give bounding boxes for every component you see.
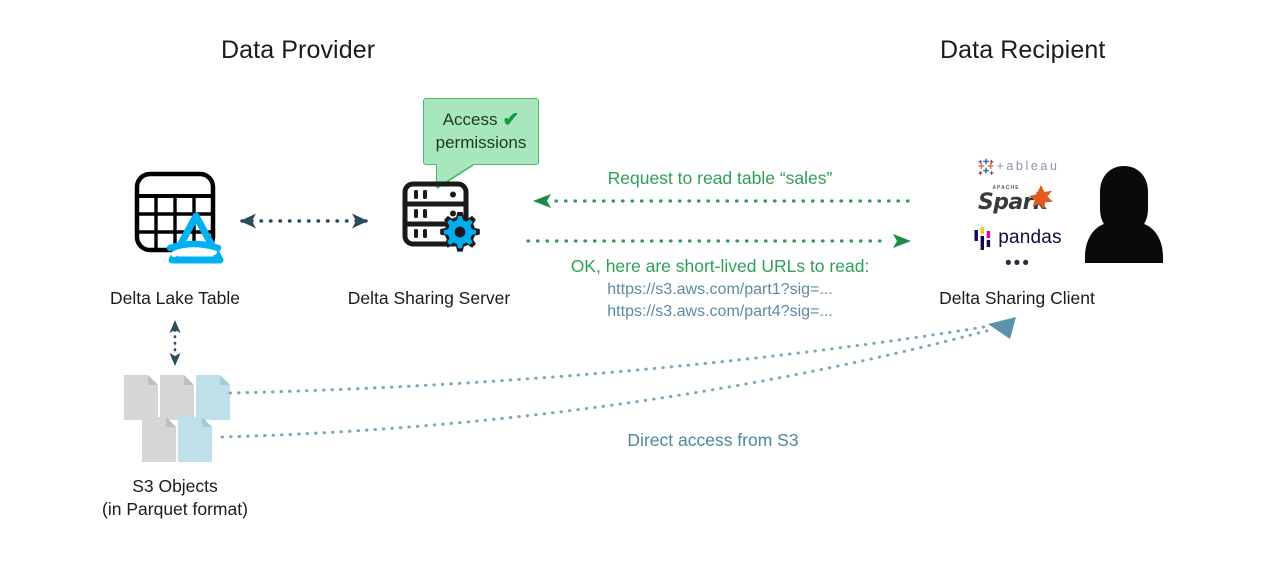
server-with-gear-icon <box>398 180 488 266</box>
s3-objects-caption-line-1: S3 Objects <box>132 476 218 496</box>
callout-bubble: Access ✔ permissions <box>423 98 539 165</box>
s3-objects-caption-line-2: (in Parquet format) <box>102 499 248 519</box>
spark-apache-text: APACHE <box>992 185 1020 191</box>
file-gray-3 <box>142 417 176 462</box>
file-blue-1 <box>196 375 230 420</box>
column-header-data-recipient: Data Recipient <box>940 36 1106 64</box>
delta-lake-table-caption: Delta Lake Table <box>109 288 241 308</box>
table-storage-bidirectional-arrow <box>163 318 187 368</box>
request-arrow <box>530 190 914 212</box>
pandas-mark-icon <box>974 226 991 250</box>
delta-sharing-server-caption: Delta Sharing Server <box>347 288 511 308</box>
pandas-logo-text: pandas <box>998 227 1062 248</box>
response-arrow <box>526 230 914 252</box>
column-header-data-provider: Data Provider <box>221 36 376 64</box>
message-response-url-2: https://s3.aws.com/part4?sig=... <box>607 303 833 320</box>
s3-objects-icons <box>122 373 232 462</box>
callout-line-1: Access <box>442 110 498 129</box>
file-blue-2 <box>178 417 212 462</box>
tableau-logo: +ableau <box>960 155 1076 177</box>
message-response-header: OK, here are short-lived URLs to read: <box>570 256 870 276</box>
callout-tail-icon <box>437 164 473 187</box>
delta-lake-table-icon <box>130 168 230 268</box>
callout-line-2: permissions <box>435 133 527 152</box>
direct-access-label: Direct access from S3 <box>627 430 799 450</box>
user-avatar-icon <box>1083 164 1165 264</box>
message-response-url-1: https://s3.aws.com/part1?sig=... <box>607 281 833 298</box>
file-gray-2 <box>160 375 194 420</box>
pandas-logo: pandas <box>960 225 1076 251</box>
delta-sharing-client-caption: Delta Sharing Client <box>939 288 1095 308</box>
more-clients-ellipsis: ••• <box>1005 253 1031 274</box>
message-request-label: Request to read table “sales” <box>607 168 833 188</box>
client-logo-stack: +ableau APACHE Spark pandas ••• <box>960 155 1076 275</box>
access-permissions-callout: Access ✔ permissions <box>423 98 539 187</box>
check-icon: ✔ <box>502 108 520 131</box>
spark-star-icon <box>1029 185 1053 210</box>
spark-logo: APACHE Spark <box>960 185 1076 219</box>
direct-access-arrows <box>220 300 1032 460</box>
tableau-mark-icon <box>978 158 995 175</box>
file-gray-1 <box>124 375 158 420</box>
tableau-logo-text: +ableau <box>996 159 1060 173</box>
table-server-bidirectional-arrow <box>218 206 390 236</box>
